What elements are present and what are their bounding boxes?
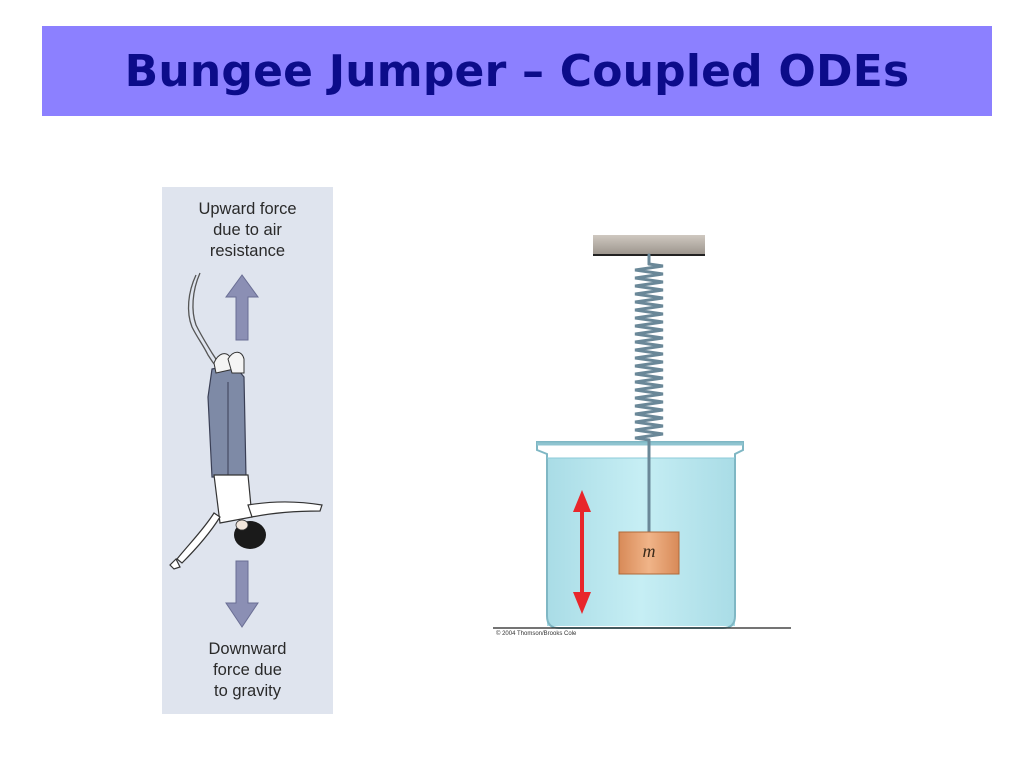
jumper-torso-icon [213,474,253,524]
downward-label-line-3: to gravity [214,682,281,700]
spring-mass-figure: m © 2004 Thomson/Brooks Cole [485,230,795,650]
jumper-legs-icon [207,351,247,478]
bungee-cord-icon [187,272,223,368]
slide-title: Bungee Jumper – Coupled ODEs [124,45,910,97]
ceiling-mount-icon [593,235,705,256]
jumper-illustration [169,272,323,628]
upward-label-line-3: resistance [209,242,286,260]
upward-force-label: Upward force due to air resistance [162,199,333,262]
downward-label-line-2: force due [213,661,282,679]
spring-mass-illustration [493,235,791,629]
downward-label-line-1: Downward [208,640,287,658]
bungee-jumper-figure: Upward force due to air resistance [162,187,333,714]
downward-arrow-icon [225,560,259,628]
upward-arrow-icon [225,274,259,341]
upward-label-line-2: due to air [213,221,282,239]
mass-block-icon [618,531,680,575]
jumper-arms-icon [169,501,323,570]
upward-label-line-1: Upward force [198,200,297,218]
copyright-notice: © 2004 Thomson/Brooks Cole [496,631,577,637]
downward-force-label: Downward force due to gravity [162,639,333,702]
spring-icon [634,253,664,534]
jumper-head-icon [234,519,266,549]
mass-label: m [642,541,656,561]
oscillation-arrow-icon [573,490,591,614]
title-bar: Bungee Jumper – Coupled ODEs [42,26,992,116]
